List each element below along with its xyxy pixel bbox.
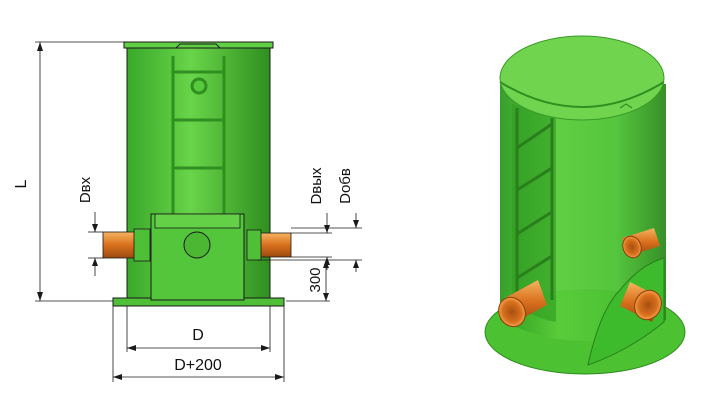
ladder [171,56,226,214]
label-offset: 300 [307,267,324,292]
isometric-view [484,35,686,375]
iso-vent-pipe [622,228,660,259]
iso-interior-wall [512,104,556,322]
iso-inlet-pipe [498,280,547,328]
chamber-collar [154,213,241,229]
label-base-diameter: D [192,327,204,344]
iso-inner-divider [587,257,665,366]
iso-lid-notch [619,103,633,109]
label-outlet-diameter: Dвых [308,167,325,205]
label-vent-diameter: Dобв [337,168,354,204]
outlet-pipe [257,232,292,258]
label-flange-diameter: D+200 [174,357,222,374]
inlet-pipe [102,231,140,259]
iso-lid [499,35,665,121]
vent-hole [190,77,208,95]
dimensions [35,41,362,382]
label-height: L [13,179,30,188]
outlet-pipe-sleeve [246,229,262,261]
iso-ladder [515,108,554,300]
label-inlet-diameter: Dвх [77,176,94,203]
iso-lid-rim [499,81,665,108]
chamber-port [183,231,211,259]
iso-outlet-pipe [620,282,662,322]
well-lid [123,41,274,49]
lid-hatch [175,43,221,49]
front-view [102,41,292,307]
inlet-pipe-sleeve [133,228,151,262]
